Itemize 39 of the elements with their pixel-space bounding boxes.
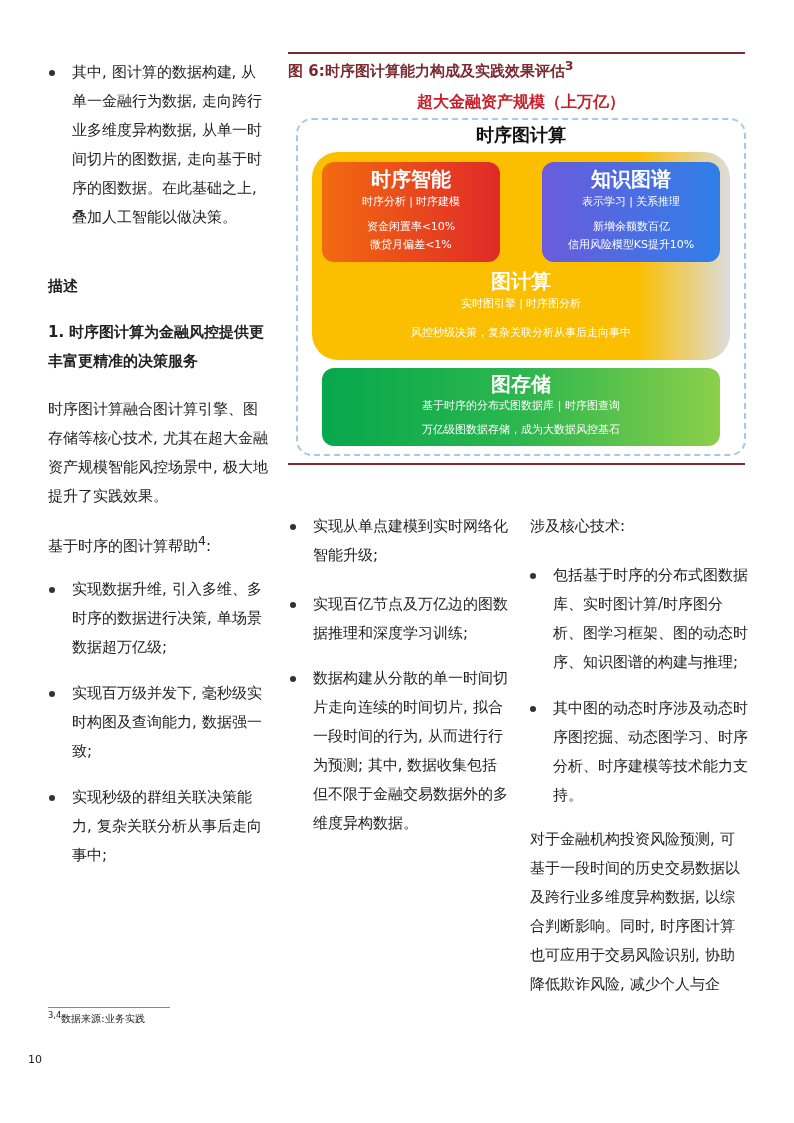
node-title: 知识图谱 [590, 168, 672, 191]
node-text: 资金闲置率<10% [365, 220, 457, 234]
node-title: 时序智能 [370, 168, 452, 191]
node-text: 实时图引擎 | 时序图分析 [459, 297, 583, 311]
subheading: 描述 [48, 276, 79, 297]
node-text: 新增余额数百亿 [591, 220, 671, 234]
bullet-text: 实现数据升维, 引入多维、多时序的数据进行决策, 单场景数据超万亿级; [72, 579, 263, 658]
node-text: 风控秒级决策，复杂关联分析从事后走向事中 [410, 326, 632, 340]
paragraph: 基于时序的图计算帮助$^{4}$: [48, 532, 212, 557]
paragraph: 涉及核心技术: [530, 516, 627, 537]
bullet-text: 数据构建从分散的单一时间切片走向连续的时间切片, 拟合一段时间的行为, 从而进行行为预测; 其中, 数据收集包括但不限于金融交易数据外的多维度异构数据。 [313, 668, 509, 834]
bullet-text: 实现百亿节点及万亿边的图数据推理和深度学习训练; [313, 594, 509, 644]
dashed-frame [296, 118, 746, 456]
node-text: 信用风险模型KS提升10% [566, 238, 696, 252]
module-card [542, 162, 720, 262]
bullet-text: 其中图的动态时序涉及动态时序图挖掘、动态图学习、时序分析、时序建模等技术能力支持。 [553, 698, 748, 806]
page-number: 10 [28, 1053, 43, 1067]
figure-title: 图 6:时序图计算能力构成及实践效果评估$^{3}$ [288, 57, 575, 81]
figure-subtitle: 超大金融资产规模（上万亿） [416, 91, 626, 113]
node-text: 表示学习 | 关系推理 [580, 195, 682, 209]
footnote: $^{3,4}$数据来源:业务实践 [48, 1009, 146, 1027]
section-heading: 1. 时序图计算为金融风控提供更丰富更精准的决策服务 [48, 322, 266, 372]
node-text: 基于时序的分布式图数据库 | 时序图查询 [421, 399, 621, 413]
bullet-text: 实现从单点建模到实时网络化智能升级; [313, 516, 509, 566]
node-title: 时序图计算 [475, 124, 567, 145]
node-title: 图存储 [490, 373, 552, 396]
module-panel [312, 152, 730, 360]
module-card [322, 368, 720, 446]
bullet-text: 实现百万级并发下, 毫秒级实时构图及查询能力, 数据强一致; [72, 683, 263, 762]
node-text: 微贷月偏差<1% [369, 238, 453, 252]
module-card [322, 162, 500, 262]
node-text: 万亿级图数据存储，成为大数据风控基石 [421, 423, 621, 437]
bullet-text: 其中, 图计算的数据构建, 从单一金融行为数据, 走向跨行业多维度异构数据, 从单一时间切片的图数据, 走向基于时序的图数据。在此基础之上, 叠加人工智能以做决策。 [72, 62, 263, 228]
bullet-text: 实现秒级的群组关联决策能力, 复杂关联分析从事后走向事中; [72, 787, 263, 866]
paragraph: 时序图计算融合图计算引擎、图存储等核心技术, 尤其在超大金融资产规模智能风控场景中, 极大地提升了实践效果。 [48, 399, 268, 507]
paragraph: 对于金融机构投资风险预测, 可基于一段时间的历史交易数据以及跨行业多维度异构数据, 以综合判断影响。同时, 时序图计算也可应用于交易风险识别, 协助降低欺诈风险, 减少个人与企 [530, 829, 741, 995]
node-text: 时序分析 | 时序建模 [360, 195, 462, 209]
bullet-text: 包括基于时序的分布式图数据库、实时图计算/时序图分析、图学习框架、图的动态时序、知识图谱的构建与推理; [553, 565, 748, 673]
node-title: 图计算 [490, 270, 552, 293]
